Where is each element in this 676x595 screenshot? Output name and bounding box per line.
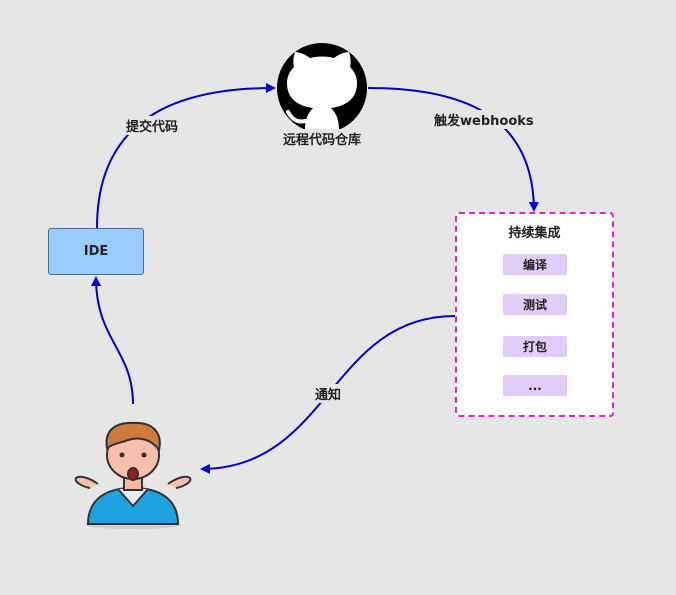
github-icon [277,43,367,133]
edge-trigger-label: 触发webhooks [432,110,536,129]
edge-commit [96,83,276,229]
edge-notify-label: 通知 [313,384,344,403]
ci-step-compile: 编译 [503,254,567,275]
ide-node: IDE [48,228,144,275]
repo-label: 远程代码仓库 [281,129,364,148]
ci-title: 持续集成 [508,226,561,241]
edge-to-ide [91,276,134,405]
ci-step-package: 打包 [503,336,567,357]
ci-step-more: ... [503,375,567,396]
edge-trigger [367,87,539,212]
ide-label: IDE [83,244,109,259]
ci-group: 持续集成 编译 测试 打包 ... [455,212,614,417]
ci-step-test: 测试 [503,294,567,315]
edge-commit-label: 提交代码 [124,116,181,135]
developer-avatar-icon [74,421,192,529]
